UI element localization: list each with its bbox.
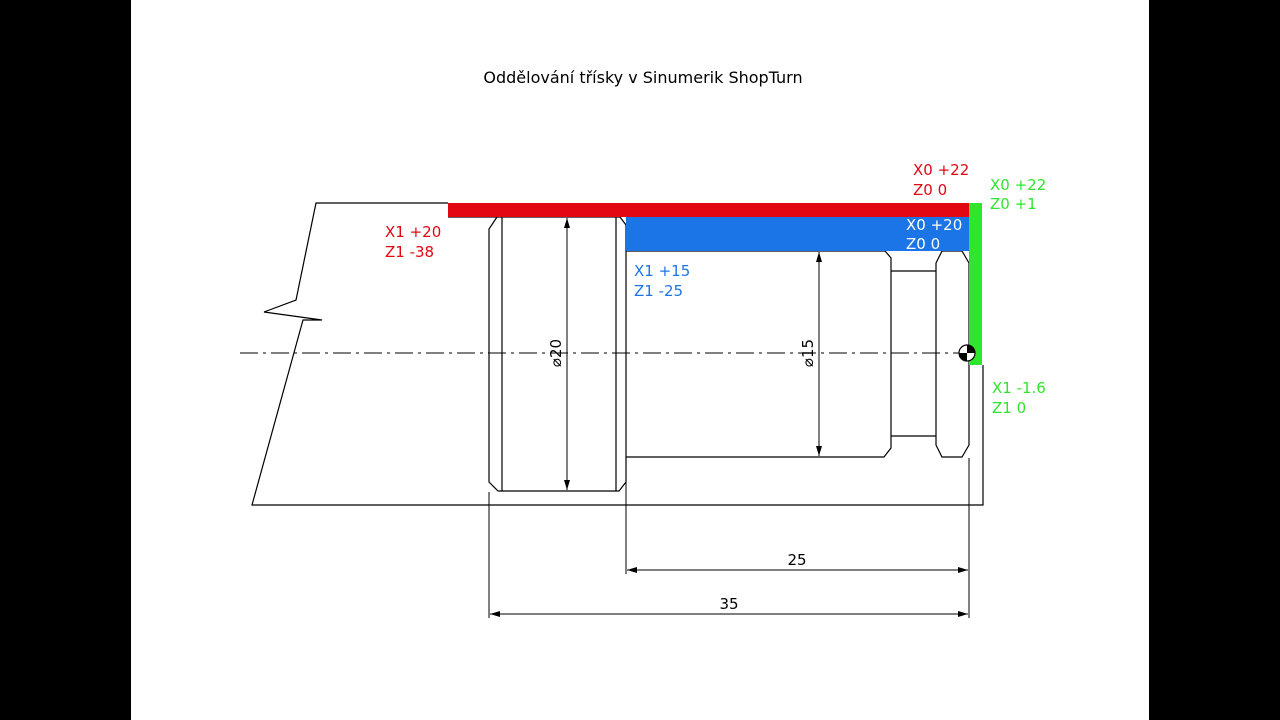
svg-text:X1 +20: X1 +20	[385, 223, 441, 241]
red-pass-region	[448, 203, 969, 217]
svg-text:Z0 +1: Z0 +1	[990, 195, 1037, 213]
dim-text-dia20: ⌀20	[547, 339, 565, 367]
drawing-sheet: Oddělování třísky v Sinumerik ShopTurn ⌀…	[131, 0, 1149, 720]
green-facing-region	[969, 203, 982, 365]
svg-text:Z1 0: Z1 0	[992, 399, 1026, 417]
svg-text:X0 +20: X0 +20	[906, 216, 962, 234]
dim-text-25: 25	[787, 551, 806, 569]
red-start-label: X0 +22 Z0 0	[913, 161, 969, 199]
blue-start-label: X0 +20 Z0 0	[906, 216, 962, 253]
stock-outline	[251, 202, 984, 506]
dim-text-dia15: ⌀15	[799, 339, 817, 367]
green-end-label: X1 -1.6 Z1 0	[992, 379, 1046, 417]
large-diameter-section	[448, 216, 627, 492]
dim-text-35: 35	[719, 595, 738, 613]
svg-text:Z0 0: Z0 0	[913, 181, 947, 199]
groove	[891, 270, 936, 437]
page-title: Oddělování třísky v Sinumerik ShopTurn	[483, 68, 802, 87]
svg-text:X1 -1.6: X1 -1.6	[992, 379, 1046, 397]
svg-text:Z1 -38: Z1 -38	[385, 243, 434, 261]
svg-text:X1 +15: X1 +15	[634, 262, 690, 280]
svg-text:X0 +22: X0 +22	[990, 176, 1046, 194]
blue-pass-region	[626, 217, 969, 251]
svg-text:Z0 0: Z0 0	[906, 235, 940, 253]
red-end-label: X1 +20 Z1 -38	[385, 223, 441, 261]
svg-text:X0 +22: X0 +22	[913, 161, 969, 179]
cnc-drawing: Oddělování třísky v Sinumerik ShopTurn ⌀…	[240, 68, 1046, 618]
blue-end-label: X1 +15 Z1 -25	[634, 262, 690, 300]
svg-text:Z1 -25: Z1 -25	[634, 282, 683, 300]
green-start-label: X0 +22 Z0 +1	[990, 176, 1046, 213]
workpiece-zero-icon	[958, 344, 976, 362]
